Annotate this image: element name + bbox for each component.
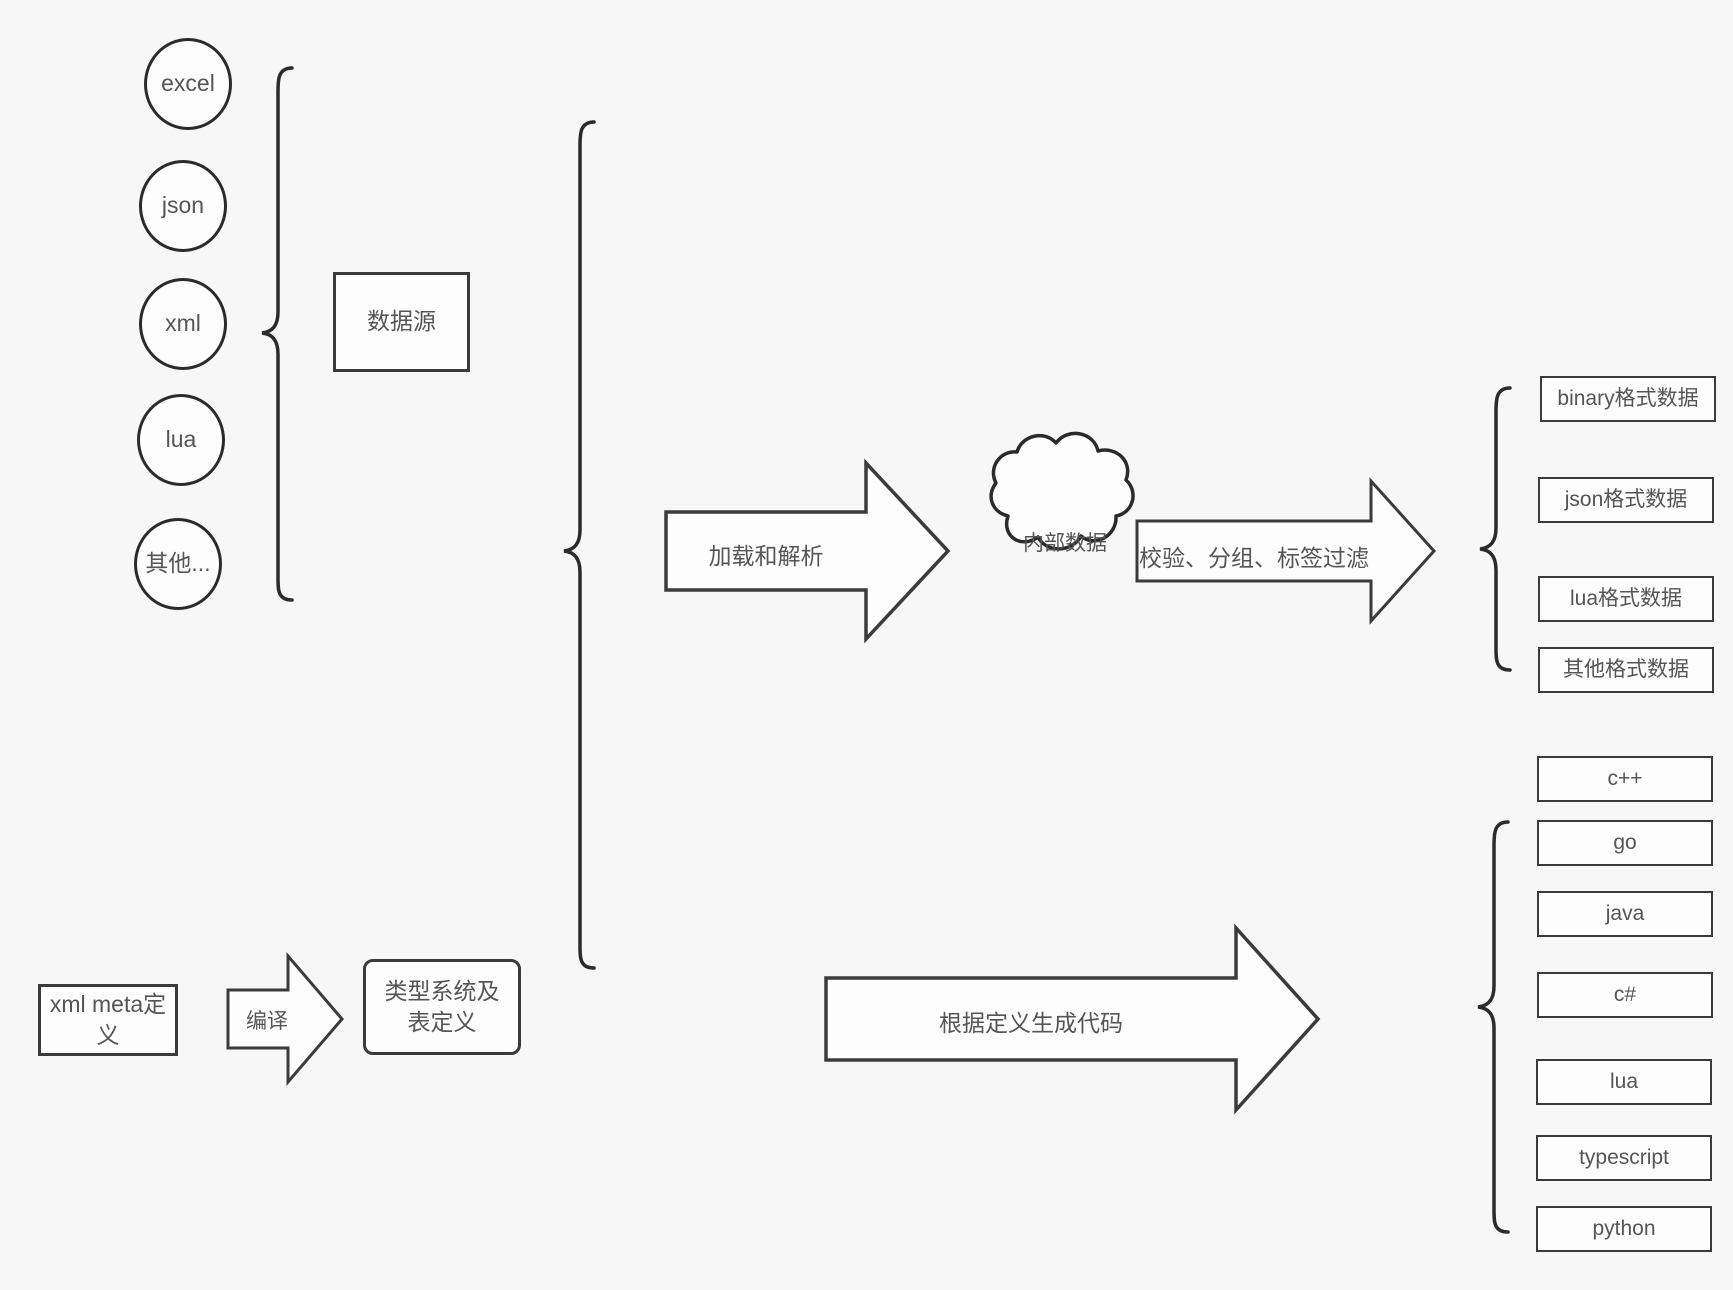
output-language-go[interactable]: go <box>1537 820 1713 866</box>
output-format-json[interactable]: json格式数据 <box>1538 477 1714 523</box>
output-language-java-label: java <box>1605 901 1645 925</box>
output-format-lua-label: lua格式数据 <box>1569 586 1683 610</box>
brace-inputs-combined <box>563 120 596 970</box>
data-source-lua[interactable]: lua <box>137 394 225 486</box>
data-source-lua-label: lua <box>165 426 197 453</box>
data-source-excel[interactable]: excel <box>144 38 232 130</box>
data-source-xml-label: xml <box>165 310 201 337</box>
data-source-json[interactable]: json <box>139 160 227 252</box>
data-source-group-box[interactable]: 数据源 <box>333 272 470 372</box>
brace-data-sources <box>261 66 294 602</box>
output-language-go-label: go <box>1613 830 1637 854</box>
output-format-other-label: 其他格式数据 <box>1563 657 1689 681</box>
cloud-internal-data <box>989 431 1135 551</box>
output-format-binary-label: binary格式数据 <box>1557 386 1699 410</box>
data-source-excel-label: excel <box>161 70 215 97</box>
xml-meta-definition-label: xml meta定义 <box>49 990 167 1048</box>
output-language-python[interactable]: python <box>1536 1206 1712 1252</box>
output-language-java[interactable]: java <box>1537 891 1713 937</box>
output-format-json-label: json格式数据 <box>1564 487 1688 511</box>
output-language-cpp[interactable]: c++ <box>1537 756 1713 802</box>
xml-meta-definition-box[interactable]: xml meta定义 <box>38 984 178 1056</box>
data-source-xml[interactable]: xml <box>139 278 227 370</box>
output-format-lua[interactable]: lua格式数据 <box>1538 576 1714 622</box>
brace-output-formats <box>1479 386 1512 672</box>
output-language-csharp-label: c# <box>1613 982 1637 1006</box>
type-system-box[interactable]: 类型系统及表定义 <box>363 959 521 1055</box>
arrow-validate-group-filter <box>1135 477 1437 625</box>
output-format-binary[interactable]: binary格式数据 <box>1540 376 1716 422</box>
output-language-lua-label: lua <box>1609 1069 1639 1093</box>
output-language-lua[interactable]: lua <box>1536 1059 1712 1105</box>
data-source-group-label: 数据源 <box>367 308 436 335</box>
arrow-compile <box>226 951 344 1087</box>
type-system-label: 类型系统及表定义 <box>384 977 500 1035</box>
output-format-other[interactable]: 其他格式数据 <box>1538 647 1714 693</box>
output-language-csharp[interactable]: c# <box>1537 972 1713 1018</box>
output-language-cpp-label: c++ <box>1607 766 1643 790</box>
data-source-other[interactable]: 其他... <box>134 518 222 610</box>
output-language-typescript-label: typescript <box>1579 1145 1669 1169</box>
arrow-generate-code <box>824 923 1321 1115</box>
output-language-python-label: python <box>1592 1216 1656 1240</box>
brace-output-languages <box>1477 820 1510 1234</box>
data-source-other-label: 其他... <box>145 550 211 577</box>
data-source-json-label: json <box>161 192 205 219</box>
cloud-internal-data-label: 内部数据 <box>1023 532 1107 555</box>
arrow-load-parse <box>664 458 951 644</box>
output-language-typescript[interactable]: typescript <box>1536 1135 1712 1181</box>
